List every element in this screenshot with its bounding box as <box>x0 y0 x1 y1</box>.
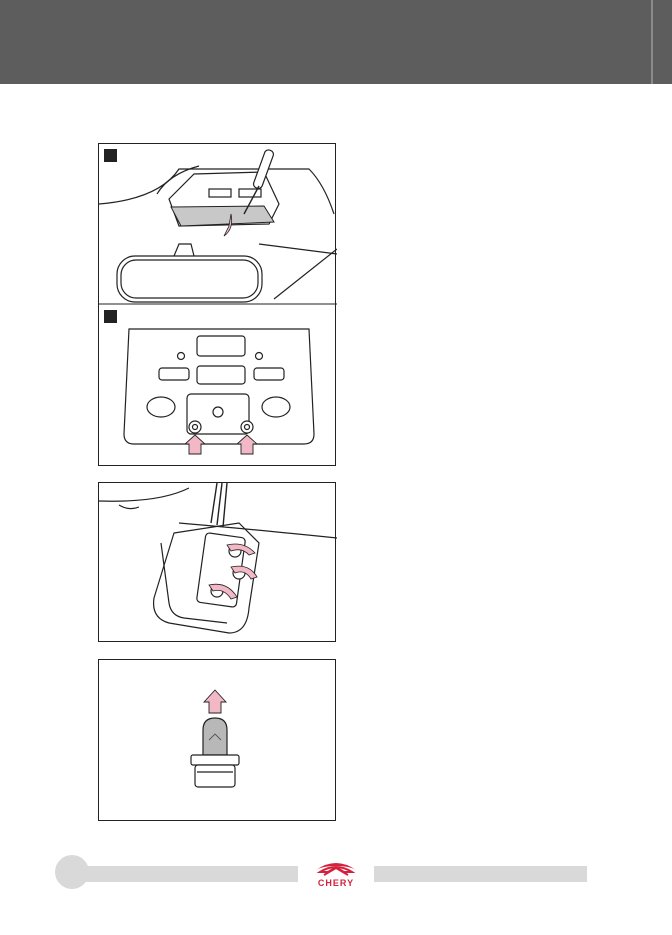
overhead-console <box>168 171 280 227</box>
header-band <box>0 0 672 84</box>
step-2-marker <box>104 310 117 323</box>
chery-logo-icon <box>316 863 356 876</box>
figure-3-illustration <box>190 689 240 788</box>
headliner-outline <box>99 165 337 300</box>
brand-name: CHERY <box>317 878 355 888</box>
figure-remove-lens-and-screws <box>98 143 337 466</box>
screw-arrows <box>183 434 259 455</box>
lens-highlight <box>170 205 275 227</box>
figure-2-illustration <box>99 483 337 634</box>
wiring <box>210 483 228 528</box>
figure-1-illustration <box>99 149 337 455</box>
pull-arrow <box>202 689 228 714</box>
pry-tool <box>243 149 275 215</box>
figure-remove-bulb-sockets <box>98 482 337 642</box>
bulb <box>202 717 228 756</box>
figure-pull-out-bulb <box>98 659 336 821</box>
headliner-edge <box>99 487 337 539</box>
rearview-mirror <box>116 243 263 303</box>
bulb-socket <box>190 754 240 788</box>
footer-bar-right <box>374 866 587 882</box>
footer-bar-left <box>70 866 298 882</box>
pry-direction-arrow <box>223 213 233 237</box>
twist-arrows <box>208 543 258 600</box>
step-1-marker <box>104 149 117 162</box>
header-divider <box>651 0 653 84</box>
screws <box>188 420 254 434</box>
console-front <box>123 328 315 445</box>
